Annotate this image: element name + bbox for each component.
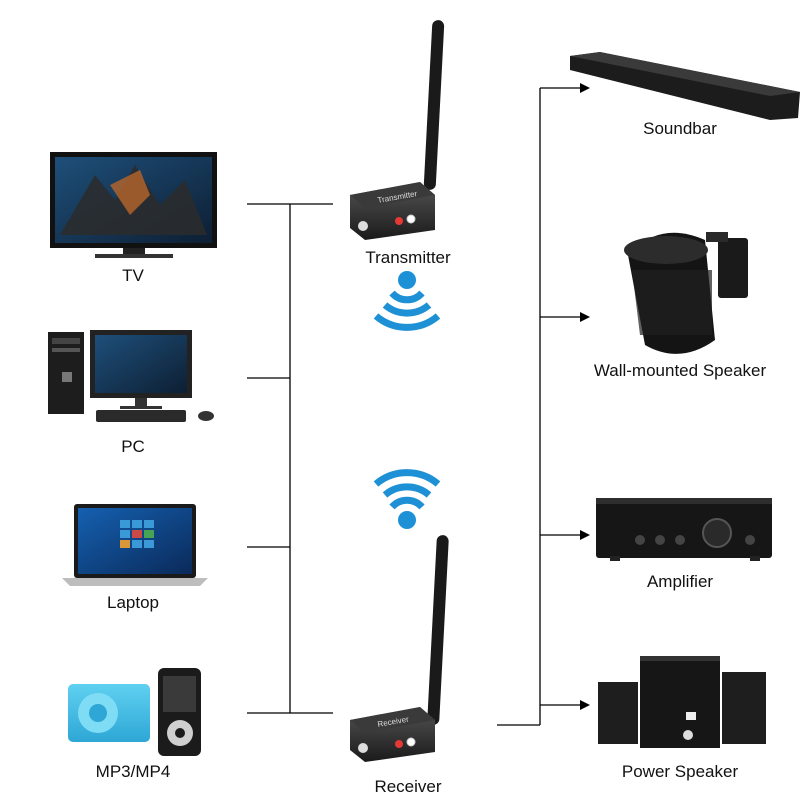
receiver-label: Receiver — [374, 777, 442, 796]
power-speaker-icon — [598, 656, 766, 748]
tv-label: TV — [122, 266, 144, 285]
wifi-transmit-icon — [373, 271, 441, 331]
wall-speaker-label: Wall-mounted Speaker — [593, 361, 767, 380]
transmitter-label: Transmitter — [365, 248, 451, 267]
tv-icon — [50, 152, 217, 258]
source-connectors — [247, 203, 333, 714]
laptop-icon — [62, 504, 208, 586]
wall-speaker-icon — [624, 232, 748, 354]
output-connectors — [497, 83, 590, 726]
mp3-player-icon — [68, 668, 201, 756]
soundbar-label: Soundbar — [643, 119, 717, 138]
laptop-label: Laptop — [107, 593, 159, 612]
amplifier-label: Amplifier — [646, 572, 714, 591]
receiver-device-icon: Receiver — [350, 535, 449, 762]
amplifier-icon — [596, 498, 772, 561]
desktop-pc-icon — [48, 330, 214, 422]
soundbar-icon — [570, 52, 800, 120]
transmitter-device-icon: Transmitter — [350, 20, 445, 240]
mp3-label: MP3/MP4 — [95, 762, 171, 781]
pc-label: PC — [121, 437, 145, 456]
wifi-receive-icon — [373, 469, 441, 529]
power-speaker-label: Power Speaker — [621, 762, 739, 781]
